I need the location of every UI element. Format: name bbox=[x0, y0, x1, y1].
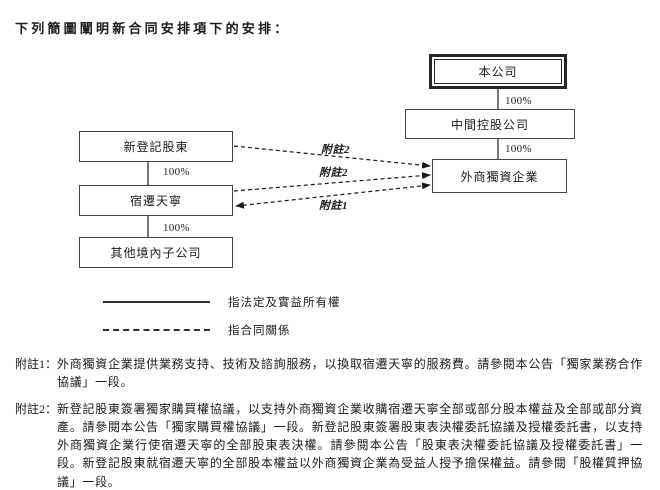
legend-solid-line-swatch bbox=[103, 300, 210, 303]
footnote-1: 附註1： 外商獨資企業提供業務支持、技術及諮詢服務，以換取宿遷天寧的服務費。請參… bbox=[15, 355, 643, 392]
ownership-pct-suqian-subs: 100% bbox=[163, 222, 190, 234]
node-suqian-tianning-label: 宿遷天寧 bbox=[129, 194, 182, 208]
node-wfoe-label: 外商獨資企業 bbox=[460, 169, 539, 184]
footnote-1-text: 外商獨資企業提供業務支持、技術及諮詢服務，以換取宿遷天寧的服務費。請參閱本公告「… bbox=[57, 357, 643, 390]
node-other-domestic-subsidiaries: 其他境內子公司 bbox=[79, 237, 233, 268]
node-parent-company-label: 本公司 bbox=[434, 59, 562, 84]
footnote-2: 附註2： 新登記股東簽署獨家購買權協議，以支持外商獨資企業收購宿遷天寧全部或部分… bbox=[15, 400, 643, 490]
footnote-1-label: 附註1： bbox=[15, 357, 58, 371]
node-parent-company: 本公司 bbox=[429, 54, 567, 89]
arrow-label-note1: 附註1 bbox=[319, 200, 348, 212]
node-new-registered-shareholders: 新登記股東 bbox=[79, 131, 233, 162]
node-intermediate-holding: 中間控股公司 bbox=[405, 109, 575, 139]
legend-row-solid: 指法定及實益所有權 bbox=[103, 294, 341, 309]
ownership-pct-parent-intermediate: 100% bbox=[505, 95, 532, 107]
node-intermediate-holding-label: 中間控股公司 bbox=[450, 117, 529, 132]
footnotes: 附註1： 外商獨資企業提供業務支持、技術及諮詢服務，以換取宿遷天寧的服務費。請參… bbox=[15, 355, 643, 490]
node-wfoe: 外商獨資企業 bbox=[432, 159, 567, 193]
page-title: 下列簡圖闡明新合同安排項下的安排： bbox=[15, 21, 291, 36]
legend: 指法定及實益所有權 指合同關係 bbox=[103, 294, 341, 350]
legend-dashed-label: 指合同關係 bbox=[228, 324, 291, 337]
node-new-registered-shareholders-label: 新登記股東 bbox=[123, 140, 189, 154]
ownership-pct-intermediate-wfoe: 100% bbox=[505, 143, 532, 155]
arrow-label-note2-top: 附註2 bbox=[321, 144, 350, 156]
footnote-2-label: 附註2： bbox=[15, 401, 58, 416]
legend-solid-label: 指法定及實益所有權 bbox=[228, 296, 341, 309]
node-suqian-tianning: 宿遷天寧 bbox=[79, 185, 233, 216]
legend-dashed-line-swatch bbox=[103, 328, 210, 331]
arrow-label-note2-mid: 附註2 bbox=[319, 167, 348, 179]
node-other-domestic-subsidiaries-label: 其他境內子公司 bbox=[110, 246, 202, 260]
legend-row-dashed: 指合同關係 bbox=[103, 322, 341, 337]
ownership-pct-shareholders-suqian: 100% bbox=[163, 166, 190, 178]
footnote-2-text: 新登記股東簽署獨家購買權協議，以支持外商獨資企業收購宿遷天寧全部或部分股本權益及… bbox=[57, 401, 643, 489]
